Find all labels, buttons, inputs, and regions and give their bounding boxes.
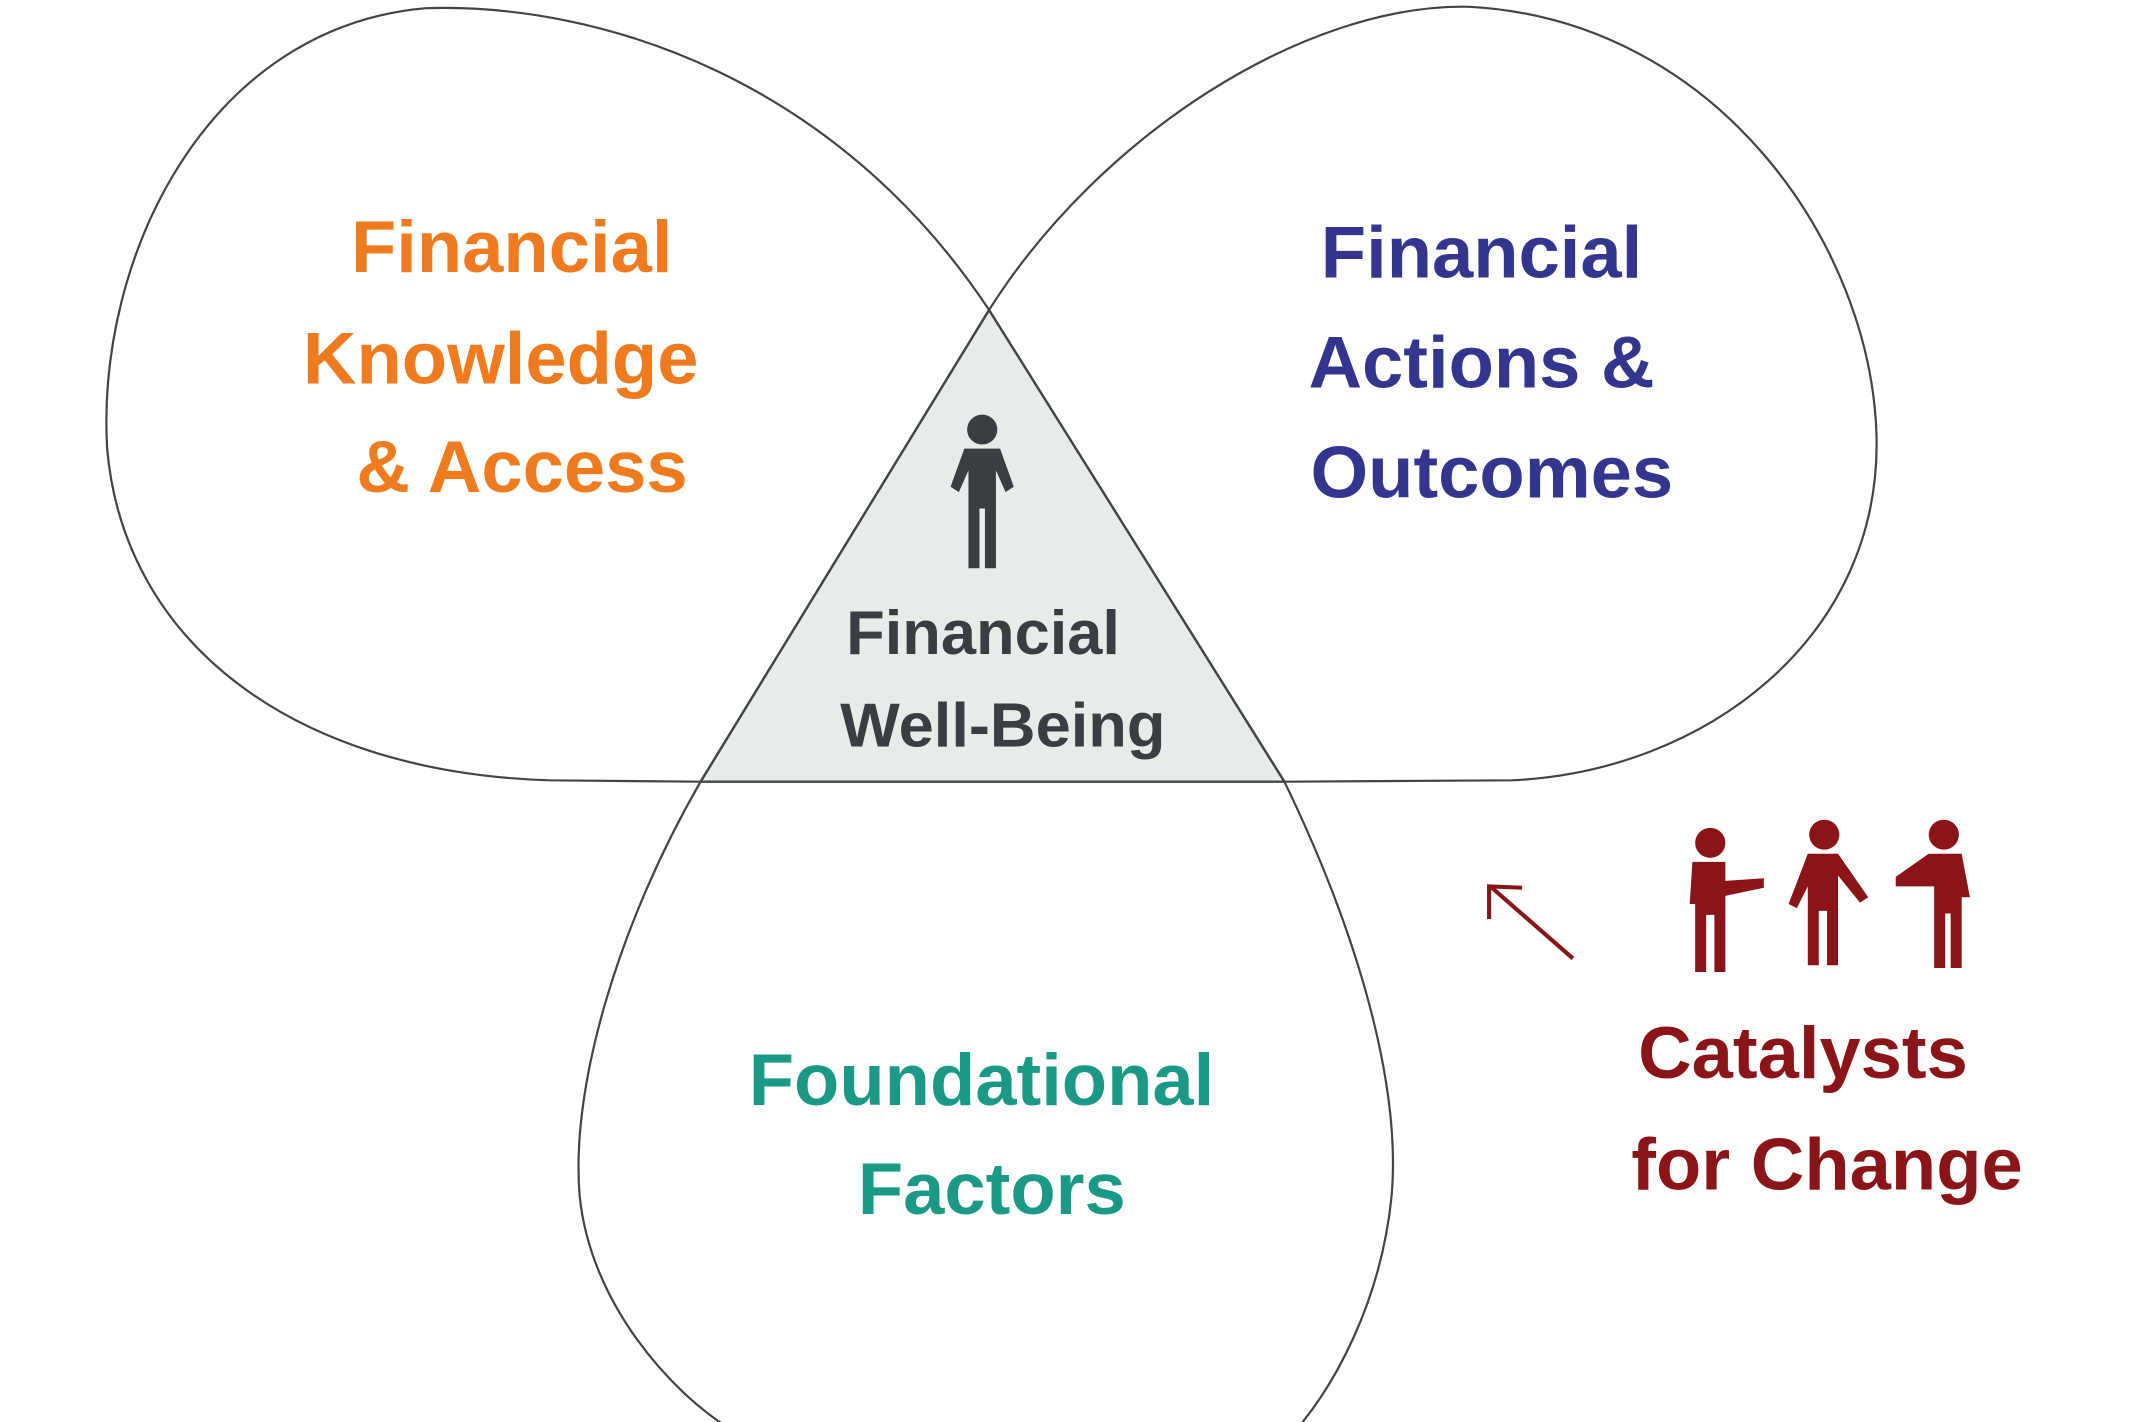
foundational-petal xyxy=(577,781,1395,1422)
knowledge-label-line1: Financial xyxy=(351,205,672,288)
svg-text:Catalysts for Change: Catalysts for Change xyxy=(1631,1011,2022,1205)
actions-label-line3: Outcomes xyxy=(1311,431,1674,514)
center-label-line2: Well-Being xyxy=(840,691,1165,761)
svg-text:Financial Actions & Ou: Financial Actions & Outcomes xyxy=(1308,211,1675,514)
actions-label-line1: Financial xyxy=(1321,211,1642,294)
catalysts-label-line2: for Change xyxy=(1631,1123,2022,1206)
svg-text:Financial Well-Being: Financial Well-Being xyxy=(840,598,1165,760)
arrow-icon xyxy=(1487,884,1575,960)
catalysts-label-line1: Catalysts xyxy=(1638,1011,1968,1094)
actions-petal xyxy=(988,5,1878,783)
person-icon xyxy=(950,414,1014,569)
actions-label-line2: Actions & xyxy=(1308,321,1654,404)
knowledge-label-line2: Knowledge xyxy=(303,317,699,400)
knowledge-petal xyxy=(105,6,990,783)
center-label-line1: Financial xyxy=(846,598,1120,668)
foundational-label-line2: Factors xyxy=(858,1147,1126,1230)
knowledge-label-line3: & Access xyxy=(356,425,687,508)
foundational-label-line1: Foundational xyxy=(749,1039,1215,1122)
svg-text:Financial Knowledge &: Financial Knowledge & Access xyxy=(303,205,719,508)
people-group-icon xyxy=(1689,819,1970,973)
svg-text:Foundational Factors: Foundational Factors xyxy=(749,1039,1235,1230)
